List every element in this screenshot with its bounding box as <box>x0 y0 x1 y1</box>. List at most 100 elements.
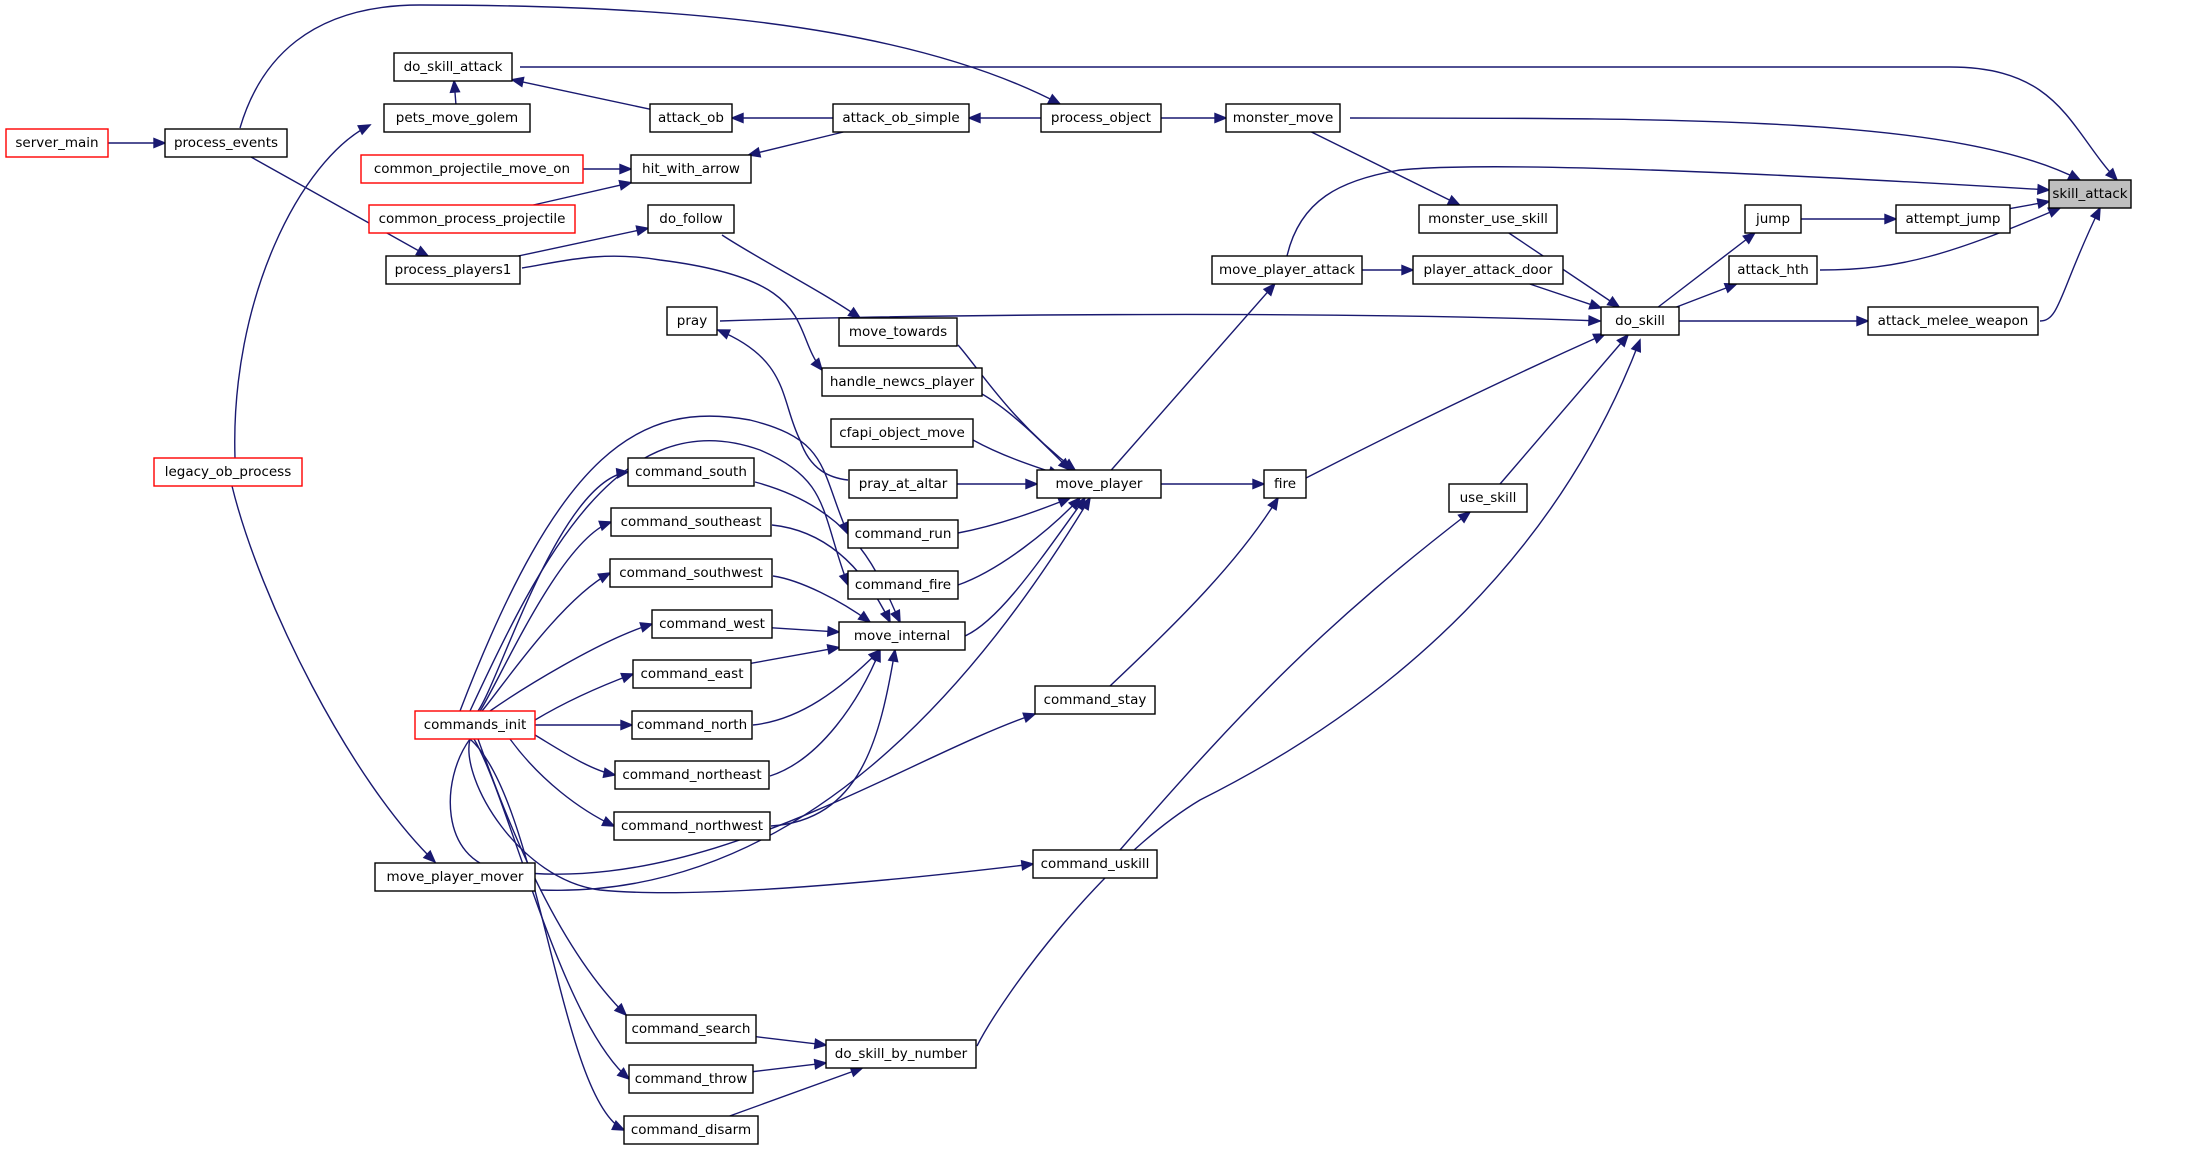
node-process-players1[interactable]: process_players1 <box>385 255 521 285</box>
node-command-throw[interactable]: command_throw <box>628 1064 754 1094</box>
node-label: command_west <box>659 616 765 632</box>
node-attack-ob-simple[interactable]: attack_ob_simple <box>832 103 970 133</box>
node-label: command_disarm <box>631 1122 751 1138</box>
node-command-fire[interactable]: command_fire <box>847 570 959 600</box>
arrowhead <box>1630 338 1642 353</box>
node-move-player-attack[interactable]: move_player_attack <box>1211 255 1363 285</box>
node-monster-move[interactable]: monster_move <box>1225 103 1341 133</box>
node-label: move_towards <box>849 324 947 340</box>
edge-do_skill-to-use_skill <box>1499 333 1630 485</box>
node-label: legacy_ob_process <box>165 464 292 480</box>
node-use-skill[interactable]: use_skill <box>1448 483 1528 513</box>
arrowhead <box>847 306 862 320</box>
node-command-south[interactable]: command_south <box>627 457 755 487</box>
edge-line <box>1305 333 1606 479</box>
node-command-east[interactable]: command_east <box>632 659 752 689</box>
node-hit-with-arrow[interactable]: hit_with_arrow <box>630 154 752 184</box>
arrowhead <box>618 179 633 191</box>
edge-do_skill_attack-to-attack_ob <box>510 76 651 110</box>
node-command-uskill[interactable]: command_uskill <box>1032 849 1158 879</box>
node-fire[interactable]: fire <box>1263 469 1307 499</box>
node-server-main[interactable]: server_main <box>5 128 109 158</box>
node-pray[interactable]: pray <box>666 306 718 336</box>
edge-skill_attack-to-do_skill_attack <box>520 66 2119 182</box>
node-cfapi-object-move[interactable]: cfapi_object_move <box>830 418 974 448</box>
edge-line <box>1311 131 1460 206</box>
node-process-object[interactable]: process_object <box>1040 103 1162 133</box>
edge-command_southwest-to-commands_init <box>481 572 612 712</box>
node-label: command_uskill <box>1041 856 1150 872</box>
edge-line <box>468 738 1034 894</box>
edge-attack_ob-to-attack_ob_simple <box>730 112 833 124</box>
edge-do_skill_attack-to-pets_move_golem <box>449 79 461 105</box>
node-move-player[interactable]: move_player <box>1036 469 1162 499</box>
node-common-process-projectile[interactable]: common_process_projectile <box>368 204 576 234</box>
node-command-run[interactable]: command_run <box>847 519 959 549</box>
node-label: attack_hth <box>1737 262 1809 278</box>
node-jump[interactable]: jump <box>1744 204 1802 234</box>
node-box <box>1225 103 1341 133</box>
node-command-southwest[interactable]: command_southwest <box>609 558 773 588</box>
node-monster-use-skill[interactable]: monster_use_skill <box>1418 204 1558 234</box>
edge-line <box>449 713 1036 875</box>
edge-move_internal-to-command_southwest <box>772 575 872 624</box>
node-command-disarm[interactable]: command_disarm <box>623 1115 759 1145</box>
node-attack-hth[interactable]: attack_hth <box>1728 255 1818 285</box>
edge-line <box>769 649 881 777</box>
node-attack-melee-weapon[interactable]: attack_melee_weapon <box>1867 306 2039 336</box>
edge-skill_attack-to-attack_hth <box>1819 207 2062 271</box>
node-skill-attack[interactable]: skill_attack <box>2048 179 2132 209</box>
node-command-west[interactable]: command_west <box>651 609 773 639</box>
node-do-skill[interactable]: do_skill <box>1600 306 1680 336</box>
node-attempt-jump[interactable]: attempt_jump <box>1895 204 2011 234</box>
node-handle-newcs-player[interactable]: handle_newcs_player <box>821 367 983 397</box>
edge-line <box>729 1067 863 1117</box>
edge-hit_with_arrow-to-attack_ob_simple <box>746 131 844 158</box>
node-box <box>1034 685 1156 715</box>
edge-command_stay-to-commands_init <box>449 712 1037 875</box>
node-label: command_southeast <box>621 514 762 530</box>
arrowhead <box>1446 194 1462 206</box>
node-label: command_northeast <box>622 767 761 783</box>
arrowhead <box>1022 712 1037 724</box>
edge-move_player-to-pray_at_altar <box>957 478 1039 490</box>
node-box <box>393 52 513 82</box>
arrowhead <box>1057 457 1072 472</box>
node-command-northeast[interactable]: command_northeast <box>614 760 770 790</box>
node-box <box>1895 204 2011 234</box>
edge-line <box>755 1036 827 1046</box>
node-move-towards[interactable]: move_towards <box>838 317 958 347</box>
node-box <box>610 507 772 537</box>
node-command-search[interactable]: command_search <box>625 1014 757 1044</box>
node-do-follow[interactable]: do_follow <box>647 204 735 234</box>
node-move-internal[interactable]: move_internal <box>838 621 966 651</box>
arrowhead <box>887 648 899 663</box>
node-common-projectile-move-on[interactable]: common_projectile_move_on <box>360 154 584 184</box>
node-label: command_stay <box>1044 692 1147 708</box>
node-command-north[interactable]: command_north <box>631 710 753 740</box>
arrowhead <box>1884 213 1898 225</box>
node-label: do_skill_by_number <box>835 1046 968 1062</box>
node-command-southeast[interactable]: command_southeast <box>610 507 772 537</box>
edge-do_skill-to-pray <box>719 313 1602 327</box>
node-command-stay[interactable]: command_stay <box>1034 685 1156 715</box>
node-player-attack-door[interactable]: player_attack_door <box>1412 255 1564 285</box>
node-box <box>360 154 584 184</box>
node-do-skill-by-number[interactable]: do_skill_by_number <box>825 1039 977 1069</box>
node-command-northwest[interactable]: command_northwest <box>613 811 771 841</box>
node-pets-move-golem[interactable]: pets_move_golem <box>383 103 531 133</box>
node-do-skill-attack[interactable]: do_skill_attack <box>393 52 513 82</box>
edge-line <box>1349 117 2081 181</box>
edge-line <box>721 234 861 319</box>
arrowhead <box>613 1002 628 1017</box>
arrowhead <box>597 572 612 584</box>
node-pray-at-altar[interactable]: pray_at_altar <box>848 469 958 499</box>
node-box <box>666 306 718 336</box>
arrowhead <box>1025 478 1039 490</box>
node-move-player-mover[interactable]: move_player_mover <box>374 862 536 892</box>
node-attack-ob[interactable]: attack_ob <box>649 103 733 133</box>
node-legacy-ob-process[interactable]: legacy_ob_process <box>153 457 303 487</box>
node-process-events[interactable]: process_events <box>164 128 288 158</box>
edge-process_players1-to-process_events <box>250 156 430 257</box>
node-commands-init[interactable]: commands_init <box>414 710 536 740</box>
